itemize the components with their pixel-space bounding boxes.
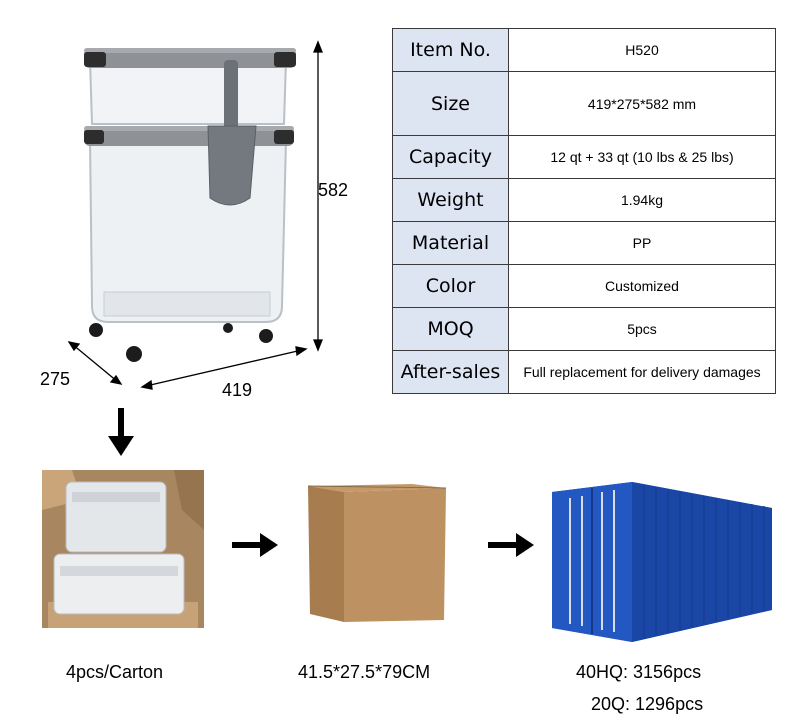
container-20q-caption: 20Q: 1296pcs (591, 694, 704, 714)
large-bin (84, 126, 294, 323)
depth-label: 275 (40, 369, 71, 389)
arrow-down-icon (108, 408, 134, 456)
spec-label: Capacity (392, 135, 509, 179)
spec-value: Customized (508, 264, 776, 308)
container-40hq-caption: 40HQ: 3156pcs (576, 662, 702, 682)
spec-value: H520 (508, 28, 776, 72)
spec-label: Item No. (392, 28, 509, 72)
spec-value: 12 qt + 33 qt (10 lbs & 25 lbs) (508, 135, 776, 179)
spec-table: Item No. H520 Size 419*275*582 mm Capaci… (392, 28, 776, 394)
spec-label: Size (392, 71, 509, 136)
table-row: Size 419*275*582 mm (392, 71, 776, 136)
table-row: Color Customized (392, 264, 776, 308)
per-carton-caption: 4pcs/Carton (66, 662, 164, 682)
table-row: Item No. H520 (392, 28, 776, 72)
arrow-right-icon (488, 533, 534, 557)
height-label: 582 (318, 180, 349, 200)
spec-label: Color (392, 264, 509, 308)
spec-label: After-sales (392, 350, 509, 394)
scoop (207, 60, 257, 206)
wheels (89, 323, 273, 362)
table-row: Capacity 12 qt + 33 qt (10 lbs & 25 lbs) (392, 135, 776, 179)
carton-size-caption: 41.5*27.5*79CM (298, 662, 431, 682)
table-row: Weight 1.94kg (392, 178, 776, 222)
shipping-container-icon (552, 482, 772, 642)
table-row: Material PP (392, 221, 776, 265)
spec-label: Weight (392, 178, 509, 222)
spec-value: Full replacement for delivery damages (508, 350, 776, 394)
width-dimension-line (140, 346, 308, 390)
spec-label: MOQ (392, 307, 509, 351)
arrow-right-icon (232, 533, 278, 557)
carton-box-icon (307, 484, 447, 622)
small-bin (84, 48, 296, 125)
product-illustration (67, 40, 323, 390)
width-label: 419 (222, 380, 253, 400)
spec-value: PP (508, 221, 776, 265)
spec-value: 5pcs (508, 307, 776, 351)
spec-value: 1.94kg (508, 178, 776, 222)
height-dimension-line (313, 40, 323, 352)
depth-dimension-line (67, 341, 123, 385)
table-row: After-sales Full replacement for deliver… (392, 350, 776, 394)
spec-value: 419*275*582 mm (508, 71, 776, 136)
spec-label: Material (392, 221, 509, 265)
packed-carton-photo (42, 470, 204, 628)
table-row: MOQ 5pcs (392, 307, 776, 351)
